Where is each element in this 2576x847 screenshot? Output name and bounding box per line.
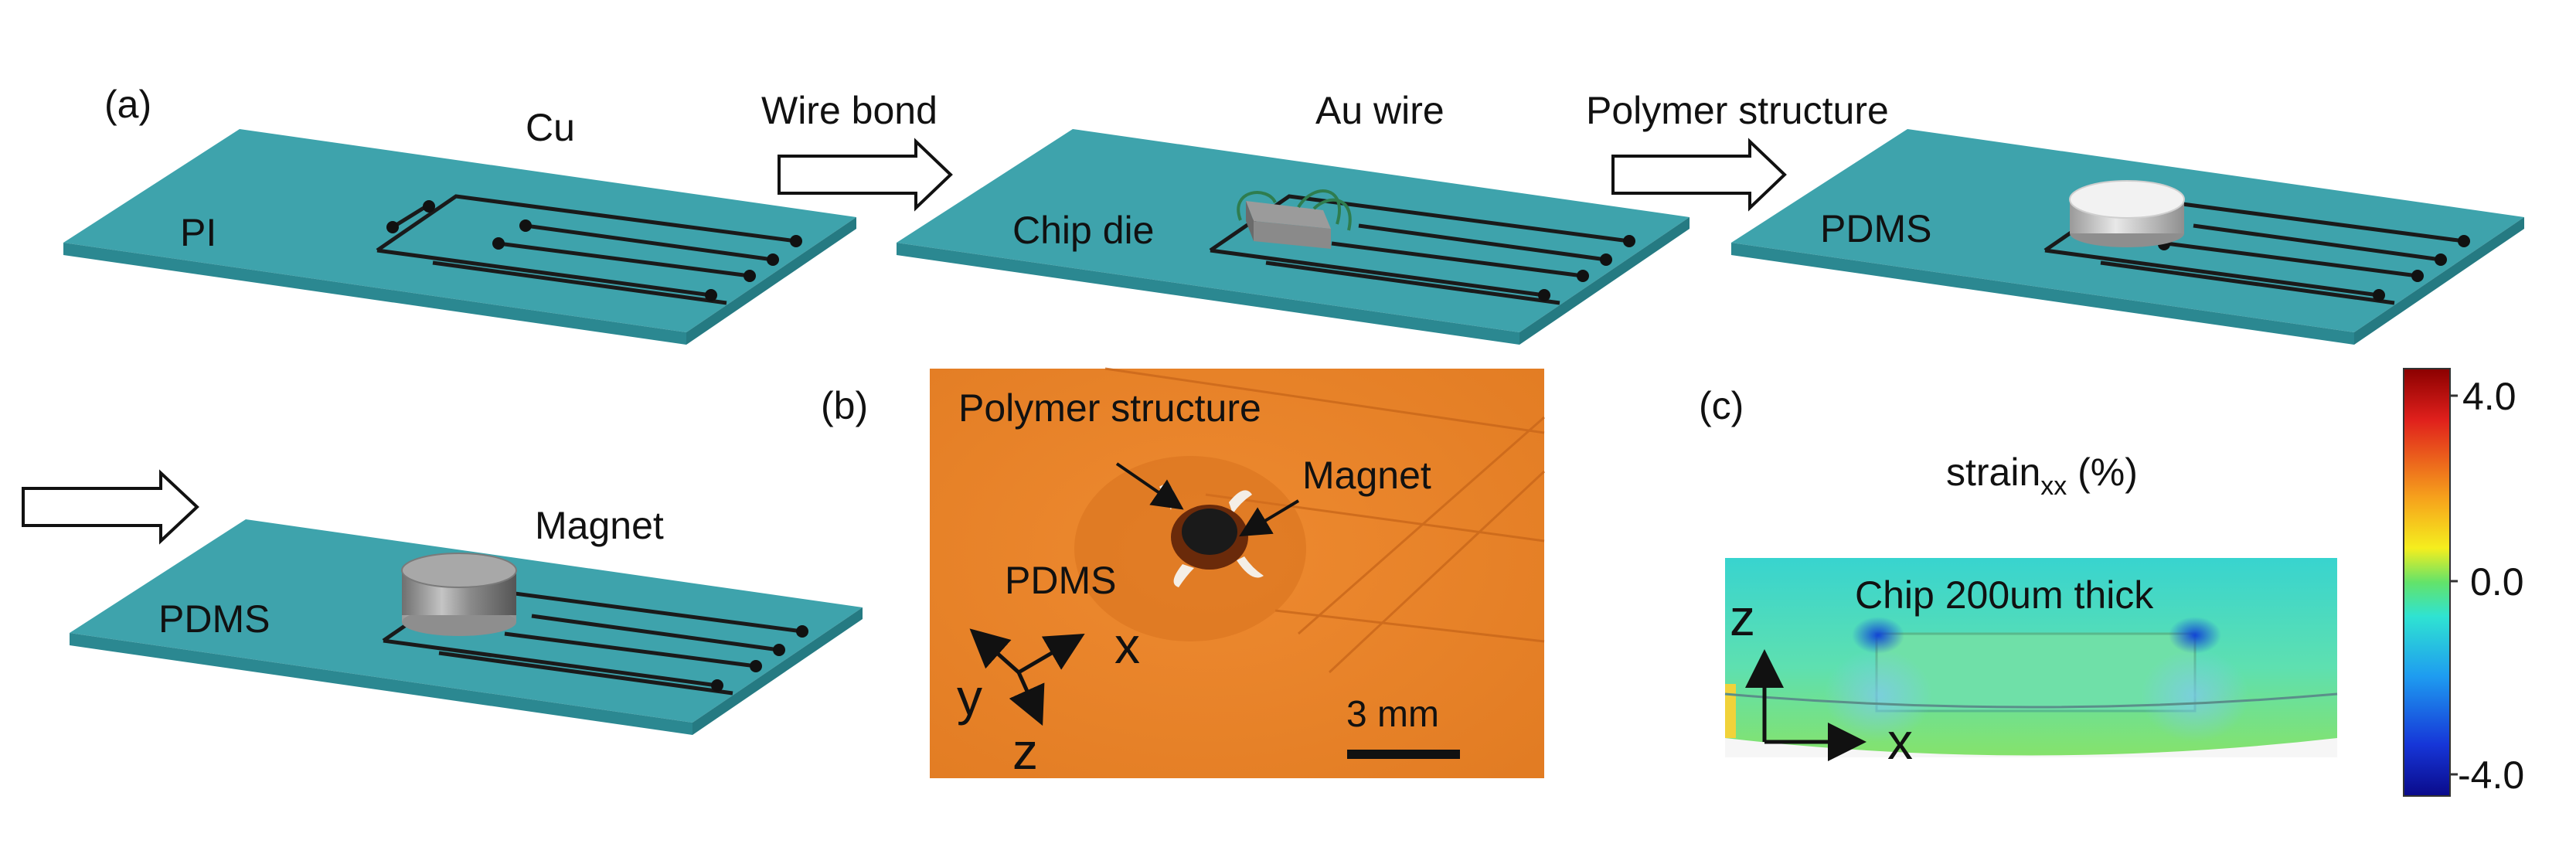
step1-top-label: Cu xyxy=(526,106,575,149)
chip-die xyxy=(1246,201,1331,249)
step4-left-label: PDMS xyxy=(158,597,270,641)
step2-arrow-label: Wire bond xyxy=(761,89,938,132)
copper-traces xyxy=(376,194,797,305)
substrate-plate-4 xyxy=(70,519,863,735)
polymer-pointer-arrow xyxy=(1115,462,1184,510)
magnet-on-pdms xyxy=(401,553,517,636)
strain-title: strainxx (%) xyxy=(1946,451,2138,501)
colorbar xyxy=(2403,368,2451,797)
magnet-label: Magnet xyxy=(1302,454,1431,497)
substrate-plate-1 xyxy=(63,129,856,345)
substrate-plate-2 xyxy=(897,129,1690,345)
au-wire-bonds xyxy=(1237,189,1352,231)
panel-a-label: (a) xyxy=(104,83,151,126)
panel-c-label: (c) xyxy=(1699,384,1744,427)
pdms-label: PDMS xyxy=(1005,559,1116,602)
scale-bar xyxy=(1347,750,1460,759)
colorbar-max-label: 4.0 xyxy=(2462,375,2516,418)
magnet-pointer-arrow xyxy=(1239,499,1300,537)
photo-axis-x: x xyxy=(1114,617,1140,674)
strain-title-main: strain xyxy=(1946,451,2040,494)
strain-simulation xyxy=(1724,558,2338,757)
process-arrow-2 xyxy=(1611,138,1787,212)
pdms-disk xyxy=(2069,180,2185,247)
process-arrow-3 xyxy=(22,469,199,545)
step4-top-label: Magnet xyxy=(535,504,664,547)
sim-axis-z: z xyxy=(1730,589,1755,646)
polymer-structure-label: Polymer structure xyxy=(958,386,1261,430)
colorbar-min-label: -4.0 xyxy=(2458,753,2524,797)
sim-axes xyxy=(1745,649,1866,761)
sim-axis-x: x xyxy=(1887,713,1913,770)
substrate-plate-3 xyxy=(1731,129,2524,345)
step3-left-label: PDMS xyxy=(1820,207,1931,250)
photo-axes xyxy=(969,628,1085,726)
process-arrow-1 xyxy=(778,138,953,212)
panel-b-label: (b) xyxy=(821,384,868,427)
magnet-photo xyxy=(930,367,1546,778)
step2-left-label: Chip die xyxy=(1012,209,1154,252)
scale-bar-label: 3 mm xyxy=(1346,694,1439,735)
chip-thickness-label: Chip 200um thick xyxy=(1855,573,2154,617)
trace-pads xyxy=(386,200,802,301)
photo-axis-z: z xyxy=(1012,723,1038,780)
step2-top-label: Au wire xyxy=(1315,89,1445,132)
strain-title-unit: (%) xyxy=(2067,451,2138,494)
step1-left-label: PI xyxy=(180,211,216,254)
strain-title-sub: xx xyxy=(2040,471,2067,501)
colorbar-mid-label: 0.0 xyxy=(2470,560,2524,604)
colorbar-ticks xyxy=(2450,394,2458,776)
step3-arrow-label: Polymer structure xyxy=(1586,89,1889,132)
photo-axis-y: y xyxy=(957,668,982,726)
